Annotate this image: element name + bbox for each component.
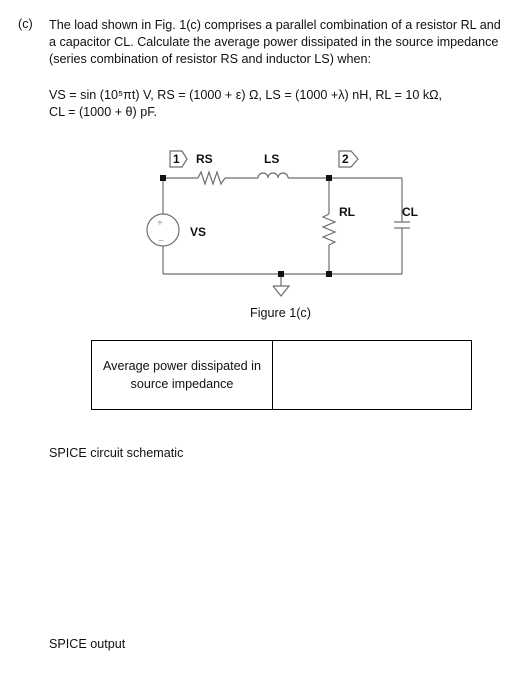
ground-symbol [272, 285, 291, 297]
answer-table: Average power dissipated in source imped… [91, 340, 472, 410]
junction-dot [326, 271, 332, 277]
question-label: (c) [18, 17, 33, 31]
answer-prompt-line-1: Average power dissipated in [103, 359, 261, 373]
source-minus-sign: − [158, 236, 164, 247]
parameters: VS = sin (10⁵πt) V, RS = (1000 + ε) Ω, L… [49, 87, 442, 121]
inductor-ls [257, 172, 289, 179]
question-line-2: a capacitor CL. Calculate the average po… [49, 35, 499, 49]
question-text: The load shown in Fig. 1(c) comprises a … [49, 17, 501, 68]
source-plus-sign: + [157, 218, 163, 229]
question-line-3: (series combination of resistor RS and i… [49, 52, 371, 66]
node-2-label: 2 [342, 152, 349, 166]
cl-label: CL [402, 205, 418, 219]
answer-prompt-line-2: source impedance [130, 377, 234, 391]
figure-caption: Figure 1(c) [250, 306, 311, 320]
vs-label: VS [190, 225, 206, 239]
schematic-section-heading: SPICE circuit schematic [49, 446, 184, 460]
question-line-1: The load shown in Fig. 1(c) comprises a … [49, 18, 501, 32]
node-1-label: 1 [173, 152, 180, 166]
ls-label: LS [264, 152, 279, 166]
circuit-diagram: 1 RS LS 2 VS RL CL + − [146, 150, 418, 297]
parameters-line-2: CL = (1000 + θ) pF. [49, 105, 158, 119]
node-2-tag [338, 150, 359, 168]
rs-label: RS [196, 152, 213, 166]
junction-dot [278, 271, 284, 277]
junction-dot [326, 175, 332, 181]
node-1-tag [169, 150, 188, 168]
rl-label: RL [339, 205, 355, 219]
parameters-line-1: VS = sin (10⁵πt) V, RS = (1000 + ε) Ω, L… [49, 88, 443, 102]
answer-input-cell[interactable] [272, 340, 472, 410]
resistor-rs [197, 170, 226, 186]
resistor-rl [321, 213, 337, 246]
output-section-heading: SPICE output [49, 637, 126, 651]
junction-dot [160, 175, 166, 181]
answer-prompt-cell: Average power dissipated in source imped… [91, 340, 273, 410]
